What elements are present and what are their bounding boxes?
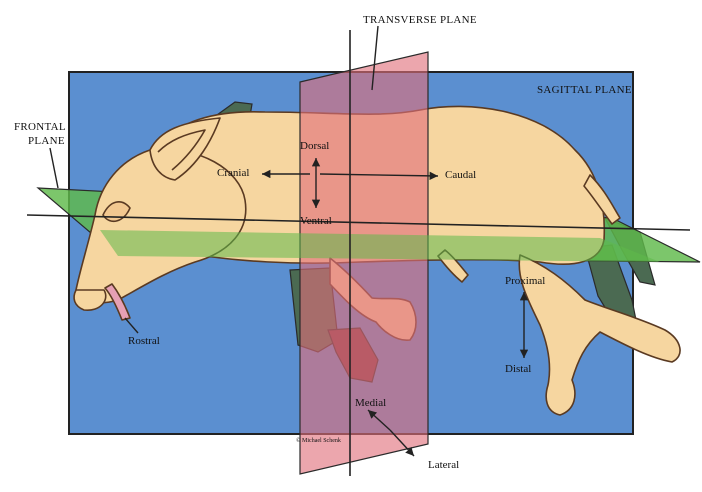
proximal-label: Proximal bbox=[505, 276, 545, 287]
medial-label: Medial bbox=[355, 398, 386, 409]
sagittal-plane-label: SAGITTAL PLANE bbox=[537, 85, 632, 96]
caudal-label: Caudal bbox=[445, 170, 476, 181]
transverse-plane bbox=[300, 52, 428, 474]
frontal-plane-label-line1: FRONTAL bbox=[14, 122, 66, 133]
frontal-plane-leader bbox=[50, 148, 58, 188]
frontal-plane-label-line2: PLANE bbox=[28, 136, 65, 147]
lateral-label: Lateral bbox=[428, 460, 459, 471]
dorsal-label: Dorsal bbox=[300, 141, 329, 152]
rostral-label: Rostral bbox=[128, 336, 160, 347]
ventral-label: Ventral bbox=[300, 216, 332, 227]
distal-label: Distal bbox=[505, 364, 531, 375]
credit-text: © Michael Schenk bbox=[296, 438, 341, 444]
cranial-label: Cranial bbox=[217, 168, 249, 179]
transverse-plane-label: TRANSVERSE PLANE bbox=[363, 15, 477, 26]
